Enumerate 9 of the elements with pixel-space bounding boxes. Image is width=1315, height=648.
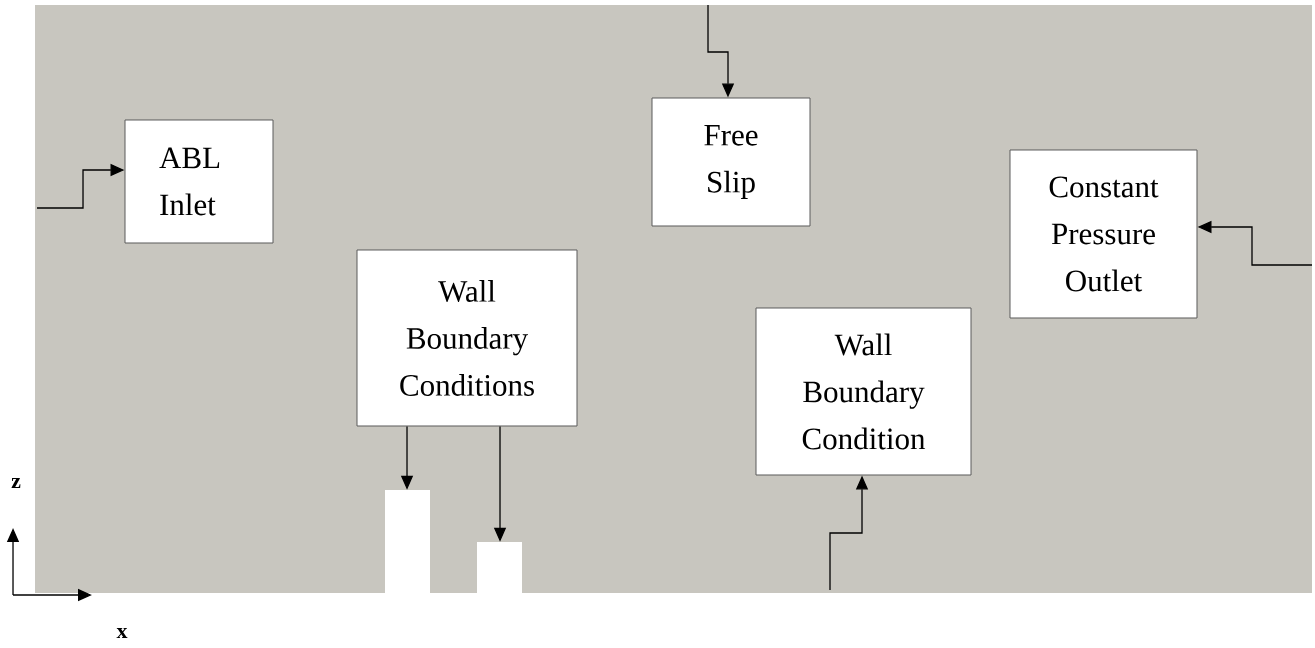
building-block bbox=[385, 490, 430, 595]
axis-label: x bbox=[116, 627, 128, 639]
boundary-label-box: Wall Boundary Condition bbox=[755, 307, 972, 476]
axis-label: z bbox=[11, 477, 21, 489]
boundary-label-box: ABL Inlet bbox=[124, 119, 274, 244]
building-block bbox=[477, 542, 522, 595]
boundary-label-box: Free Slip bbox=[651, 97, 811, 227]
boundary-label-box: Constant Pressure Outlet bbox=[1009, 149, 1198, 319]
boundary-label-box: Wall Boundary Conditions bbox=[356, 249, 578, 427]
